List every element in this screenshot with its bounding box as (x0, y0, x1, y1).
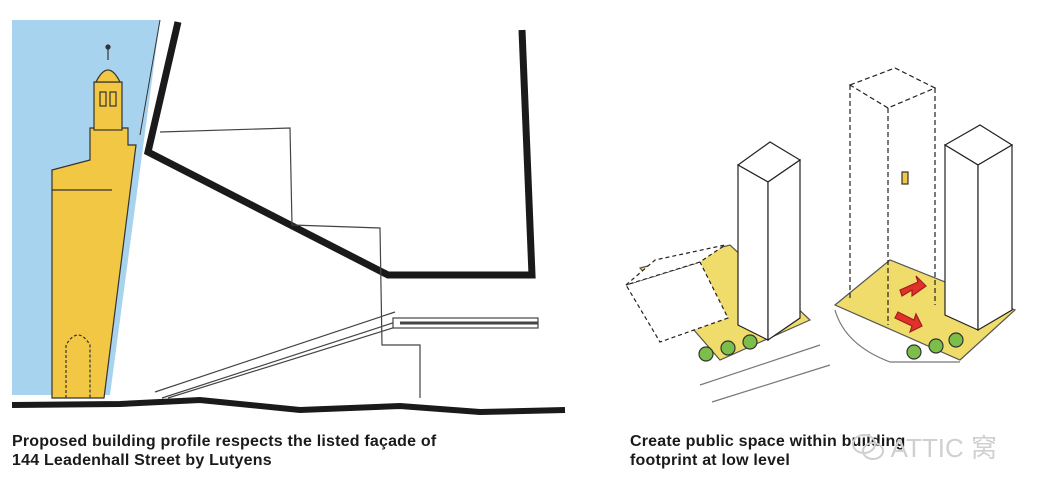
watermark: ATTIC 窝 (851, 428, 997, 465)
dashed-tower (848, 67, 937, 325)
caption-line: Create public space within building (630, 433, 906, 450)
caption-public-space: Create public space within building foot… (630, 432, 1010, 470)
caption-line: footprint at low level (630, 452, 790, 469)
circulation-arrows (894, 275, 927, 334)
escalator-ramp (154, 311, 539, 399)
caption-line: 144 Leadenhall Street by Lutyens (12, 452, 272, 469)
watermark-text: ATTIC 窝 (890, 433, 997, 463)
right-plaza (833, 259, 1017, 361)
lutyens-facade (51, 44, 137, 399)
street-line (711, 364, 831, 403)
section-diagram (11, 19, 566, 416)
street-line (699, 344, 821, 386)
caption-line: Proposed building profile respects the l… (12, 433, 437, 450)
sky-edge (139, 19, 161, 136)
left-tower (736, 141, 802, 342)
ground-line (11, 396, 566, 416)
wechat-icon (851, 433, 884, 460)
left-trees (698, 334, 758, 362)
left-pavilion (625, 244, 729, 343)
existing-outline (159, 127, 421, 398)
right-trees (906, 332, 964, 360)
caption-building-profile: Proposed building profile respects the l… (12, 432, 572, 470)
right-tower (943, 124, 1014, 332)
axonometric-diagram (625, 67, 1017, 403)
proposed-profile-line (143, 21, 536, 279)
